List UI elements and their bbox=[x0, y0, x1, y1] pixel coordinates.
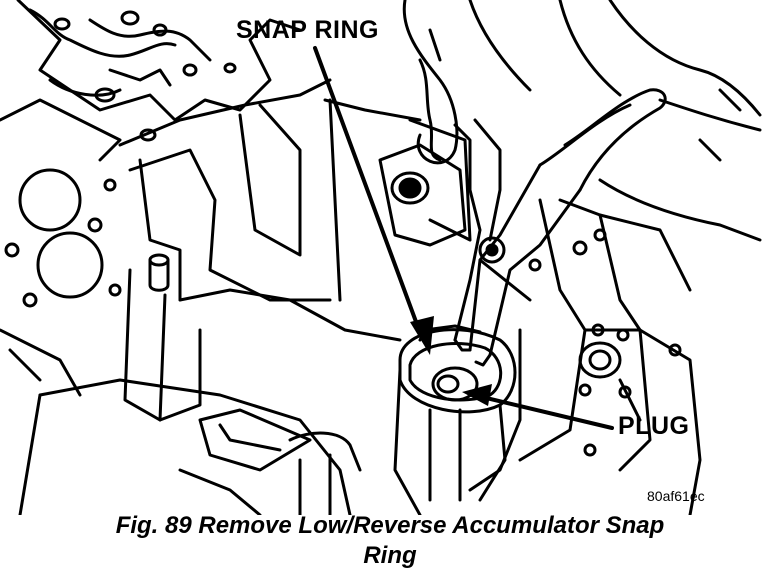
plug-leader bbox=[476, 394, 614, 430]
case-bore bbox=[378, 143, 467, 247]
accumulator-bore bbox=[393, 324, 517, 515]
lower-components bbox=[18, 378, 362, 515]
locating-pin bbox=[148, 253, 170, 292]
transmission-case bbox=[118, 78, 702, 515]
leader-lines bbox=[313, 46, 614, 430]
transmission-line-drawing bbox=[0, 0, 762, 515]
snap-ring-pliers bbox=[453, 88, 667, 367]
valve-body bbox=[16, 0, 302, 142]
right-bore bbox=[528, 228, 682, 457]
snap-ring-label: SNAP RING bbox=[236, 16, 379, 44]
figure-code: 80af61ec bbox=[647, 488, 705, 504]
caption-line-2: Ring bbox=[363, 542, 417, 569]
snap-ring-leader bbox=[313, 46, 424, 340]
plug-arrowhead bbox=[462, 384, 492, 406]
technician-hand bbox=[402, 0, 762, 242]
snap-ring-arrowhead bbox=[410, 316, 434, 355]
caption-line-1: Fig. 89 Remove Low/Reverse Accumulator S… bbox=[115, 512, 665, 539]
separator-plate bbox=[0, 98, 122, 397]
figure-caption: Fig. 89 Remove Low/Reverse Accumulator S… bbox=[40, 511, 740, 571]
plug-label: PLUG bbox=[618, 412, 690, 440]
